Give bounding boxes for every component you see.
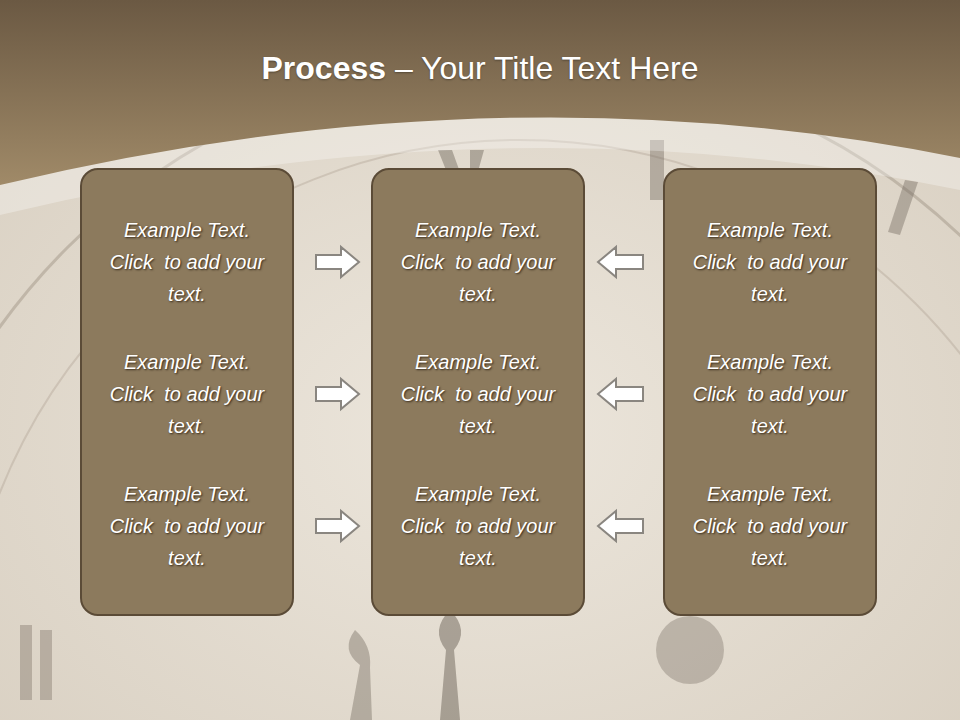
block-arrow [316,511,359,541]
box-text: Example Text. Click to add your text. [105,346,269,442]
box-text: Example Text. Click to add your text. [105,214,269,310]
roman-mark [888,180,918,235]
slide-title: Process – Your Title Text Here [0,50,960,87]
clock-pin [656,616,724,684]
clock-hand [439,610,461,720]
clock-ring [0,140,960,720]
process-box: Example Text. Click to add your text. Exa… [663,168,877,616]
clock-hand [349,630,372,720]
block-arrow [316,379,359,409]
box-text: Example Text. Click to add your text. [396,346,560,442]
block-arrow [598,247,643,277]
block-arrow [316,247,359,277]
block-arrow [598,511,643,541]
process-box: Example Text. Click to add your text. Exa… [80,168,294,616]
roman-mark [20,625,52,700]
box-text: Example Text. Click to add your text. [688,214,852,310]
box-text: Example Text. Click to add your text. [105,478,269,574]
box-text: Example Text. Click to add your text. [396,214,560,310]
box-text: Example Text. Click to add your text. [396,478,560,574]
block-arrow [598,379,643,409]
box-text: Example Text. Click to add your text. [688,478,852,574]
box-text: Example Text. Click to add your text. [688,346,852,442]
header-band [0,0,960,185]
process-box: Example Text. Click to add your text. Exa… [371,168,585,616]
